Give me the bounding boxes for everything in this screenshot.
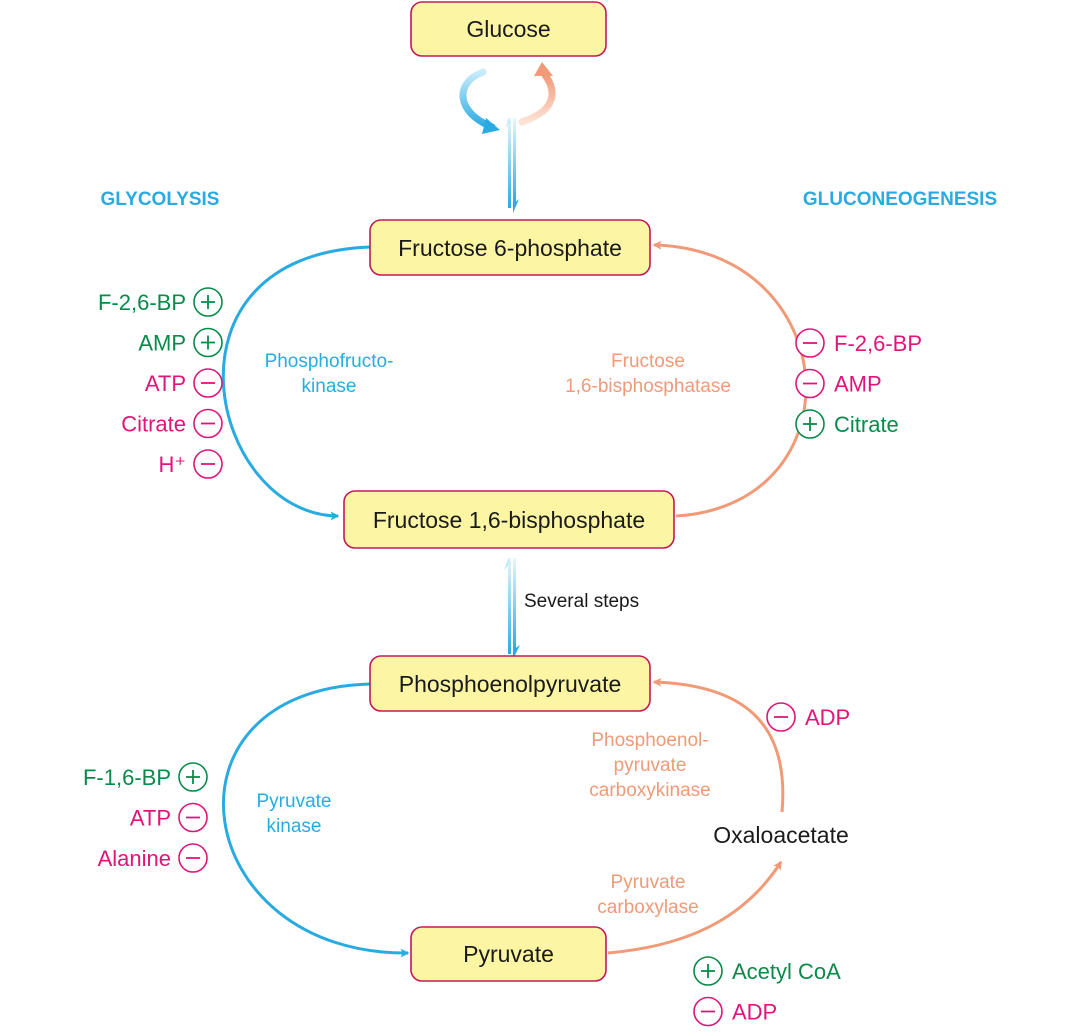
pfk-arrow	[221, 245, 371, 521]
fbpase-regulators: F-2,6-BP AMP Citrate	[795, 328, 922, 439]
pc-arrow	[607, 860, 783, 955]
regulator-label: H⁺	[159, 452, 187, 477]
pepck-enzyme-label: Phosphoenol- pyruvate carboxykinase	[589, 730, 710, 801]
oxaloacetate-label: Oxaloacetate	[713, 822, 849, 848]
pepck-label-line: pyruvate	[614, 755, 687, 776]
pk-label-line: kinase	[267, 816, 322, 837]
pyruvate-node: Pyruvate	[410, 926, 607, 982]
pk-label-line: Pyruvate	[257, 791, 332, 812]
pc-enzyme-label: Pyruvate carboxylase	[597, 872, 698, 918]
regulator-label: Citrate	[121, 412, 186, 437]
regulator-label: Alanine	[98, 846, 171, 871]
fbpase-label-line: Fructose	[611, 351, 685, 372]
pep-label: Phosphoenolpyruvate	[399, 671, 622, 697]
fbpase-enzyme-label: Fructose 1,6-bisphosphatase	[565, 351, 731, 397]
regulator-label: ATP	[130, 806, 171, 831]
regulator-item: ADP	[766, 702, 850, 732]
pc-regulators: Acetyl CoA ADP	[693, 956, 841, 1027]
regulator-label: F-2,6-BP	[834, 331, 922, 356]
regulator-item: ADP	[693, 996, 777, 1027]
several-steps-label: Several steps	[524, 591, 639, 612]
pepck-label-line: carboxykinase	[589, 780, 710, 801]
glucose-f6p-reversible-arrow	[459, 62, 556, 213]
regulator-item: Acetyl CoA	[693, 956, 841, 986]
pfk-label-line: kinase	[302, 376, 357, 397]
pfk-enzyme-label: Phosphofructo- kinase	[265, 351, 394, 397]
regulator-item: ATP	[130, 802, 208, 833]
regulator-item: F-2,6-BP	[795, 328, 922, 358]
pyruvate-label: Pyruvate	[463, 941, 554, 967]
glucose-label: Glucose	[466, 16, 550, 42]
regulator-item: AMP	[795, 368, 882, 399]
gluconeogenesis-header: GLUCONEOGENESIS	[803, 189, 997, 210]
f16bp-label: Fructose 1,6-bisphosphate	[373, 507, 645, 533]
pepck-arrow	[652, 677, 785, 813]
glucose-node: Glucose	[410, 1, 607, 57]
regulator-item: F-2,6-BP	[98, 287, 223, 317]
f6p-label: Fructose 6-phosphate	[398, 235, 622, 261]
regulator-item: ATP	[145, 368, 223, 398]
pk-enzyme-label: Pyruvate kinase	[257, 791, 332, 837]
pk-regulators: F-1,6-BP ATP Alanine	[83, 762, 208, 873]
regulator-label: ADP	[805, 705, 850, 730]
regulator-label: F-2,6-BP	[98, 290, 186, 315]
glycolysis-header: GLYCOLYSIS	[101, 189, 220, 210]
regulator-label: Acetyl CoA	[732, 959, 841, 984]
pep-node: Phosphoenolpyruvate	[369, 655, 651, 712]
regulator-item: Citrate	[795, 409, 899, 439]
regulator-label: AMP	[834, 372, 882, 397]
pepck-label-line: Phosphoenol-	[591, 730, 708, 751]
pc-label-line: carboxylase	[597, 897, 698, 918]
pk-arrow	[222, 682, 410, 958]
pfk-label-line: Phosphofructo-	[265, 351, 394, 372]
pc-label-line: Pyruvate	[611, 872, 686, 893]
regulator-label: ATP	[145, 371, 186, 396]
regulator-label: F-1,6-BP	[83, 765, 171, 790]
f6p-node: Fructose 6-phosphate	[369, 219, 651, 276]
several-steps-arrow	[504, 558, 520, 659]
regulator-item: F-1,6-BP	[83, 762, 208, 792]
regulator-label: ADP	[732, 1000, 777, 1025]
regulator-item: AMP	[138, 327, 223, 358]
f16bp-node: Fructose 1,6-bisphosphate	[343, 490, 675, 549]
regulator-label: AMP	[138, 331, 186, 356]
pepck-regulators: ADP	[766, 702, 850, 732]
regulator-item: Alanine	[98, 843, 208, 873]
regulator-item: Citrate	[121, 408, 223, 439]
regulator-label: Citrate	[834, 412, 899, 437]
fbpase-label-line: 1,6-bisphosphatase	[565, 376, 731, 397]
regulator-item: H⁺	[159, 449, 223, 479]
